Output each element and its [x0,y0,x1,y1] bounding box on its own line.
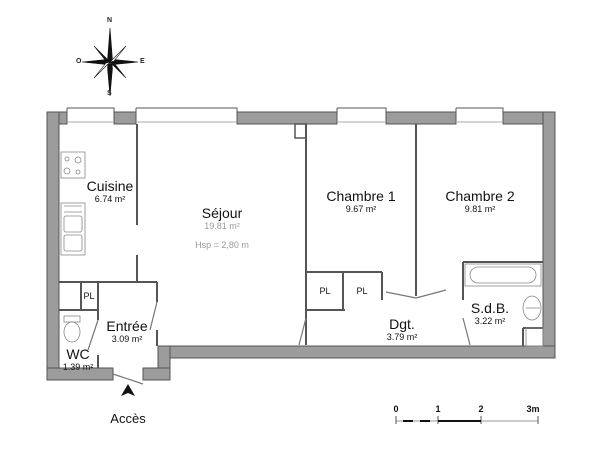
room-dgt: Dgt. 3.79 m² [387,316,418,343]
scale-tick-0: 0 [393,404,399,414]
closet-label: PL [83,291,95,301]
scale-tick-3: 3m [526,404,540,414]
stove-icon [60,151,86,179]
compass-rose-icon [81,27,139,97]
scale-bar [395,416,539,424]
room-name: Cuisine [86,178,134,194]
scale-tick-2: 2 [478,404,484,414]
room-area: 19.81 m² [204,221,240,231]
ceiling-height: Hsp = 2,80 m [195,240,249,250]
access-label: Accès [110,411,146,426]
room-area: 9.81 m² [464,204,496,214]
walls [46,111,556,381]
compass-east: E [140,58,145,65]
room-chambre2: Chambre 2 9.81 m² [445,188,514,215]
washbasin-icon [522,295,544,347]
room-name: Dgt. [389,316,415,332]
room-name: Chambre 2 [445,188,515,204]
access-arrow-icon [121,384,135,396]
room-area: 9.67 m² [345,204,377,214]
room-name: Chambre 1 [326,188,396,204]
room-sdb: S.d.B. 3.22 m² [471,300,509,327]
room-name: Entrée [106,318,148,334]
room-area: 3.79 m² [386,332,418,342]
compass-south: S [107,90,112,97]
closet-label: PL [356,286,368,296]
sink-icon [60,202,86,256]
room-chambre1: Chambre 1 9.67 m² [326,188,395,215]
room-sejour: Séjour 19.81 m² Hsp = 2,80 m [195,205,249,251]
room-name: S.d.B. [470,300,510,316]
room-name: WC [66,346,90,362]
room-wc: WC 1.39 m² [63,346,94,373]
room-area: 6.74 m² [94,194,126,204]
room-area: 1.39 m² [62,362,94,372]
toilet-icon [63,315,81,343]
room-name: Séjour [201,205,243,221]
room-area: 3.22 m² [474,316,506,326]
compass-north: N [107,17,113,24]
compass-west: O [76,58,82,65]
room-area: 3.09 m² [111,334,143,344]
bathtub-icon [464,263,542,287]
scale-tick-1: 1 [435,404,441,414]
closet-label: PL [319,286,331,296]
room-entree: Entrée 3.09 m² [106,318,147,345]
room-cuisine: Cuisine 6.74 m² [87,178,134,205]
